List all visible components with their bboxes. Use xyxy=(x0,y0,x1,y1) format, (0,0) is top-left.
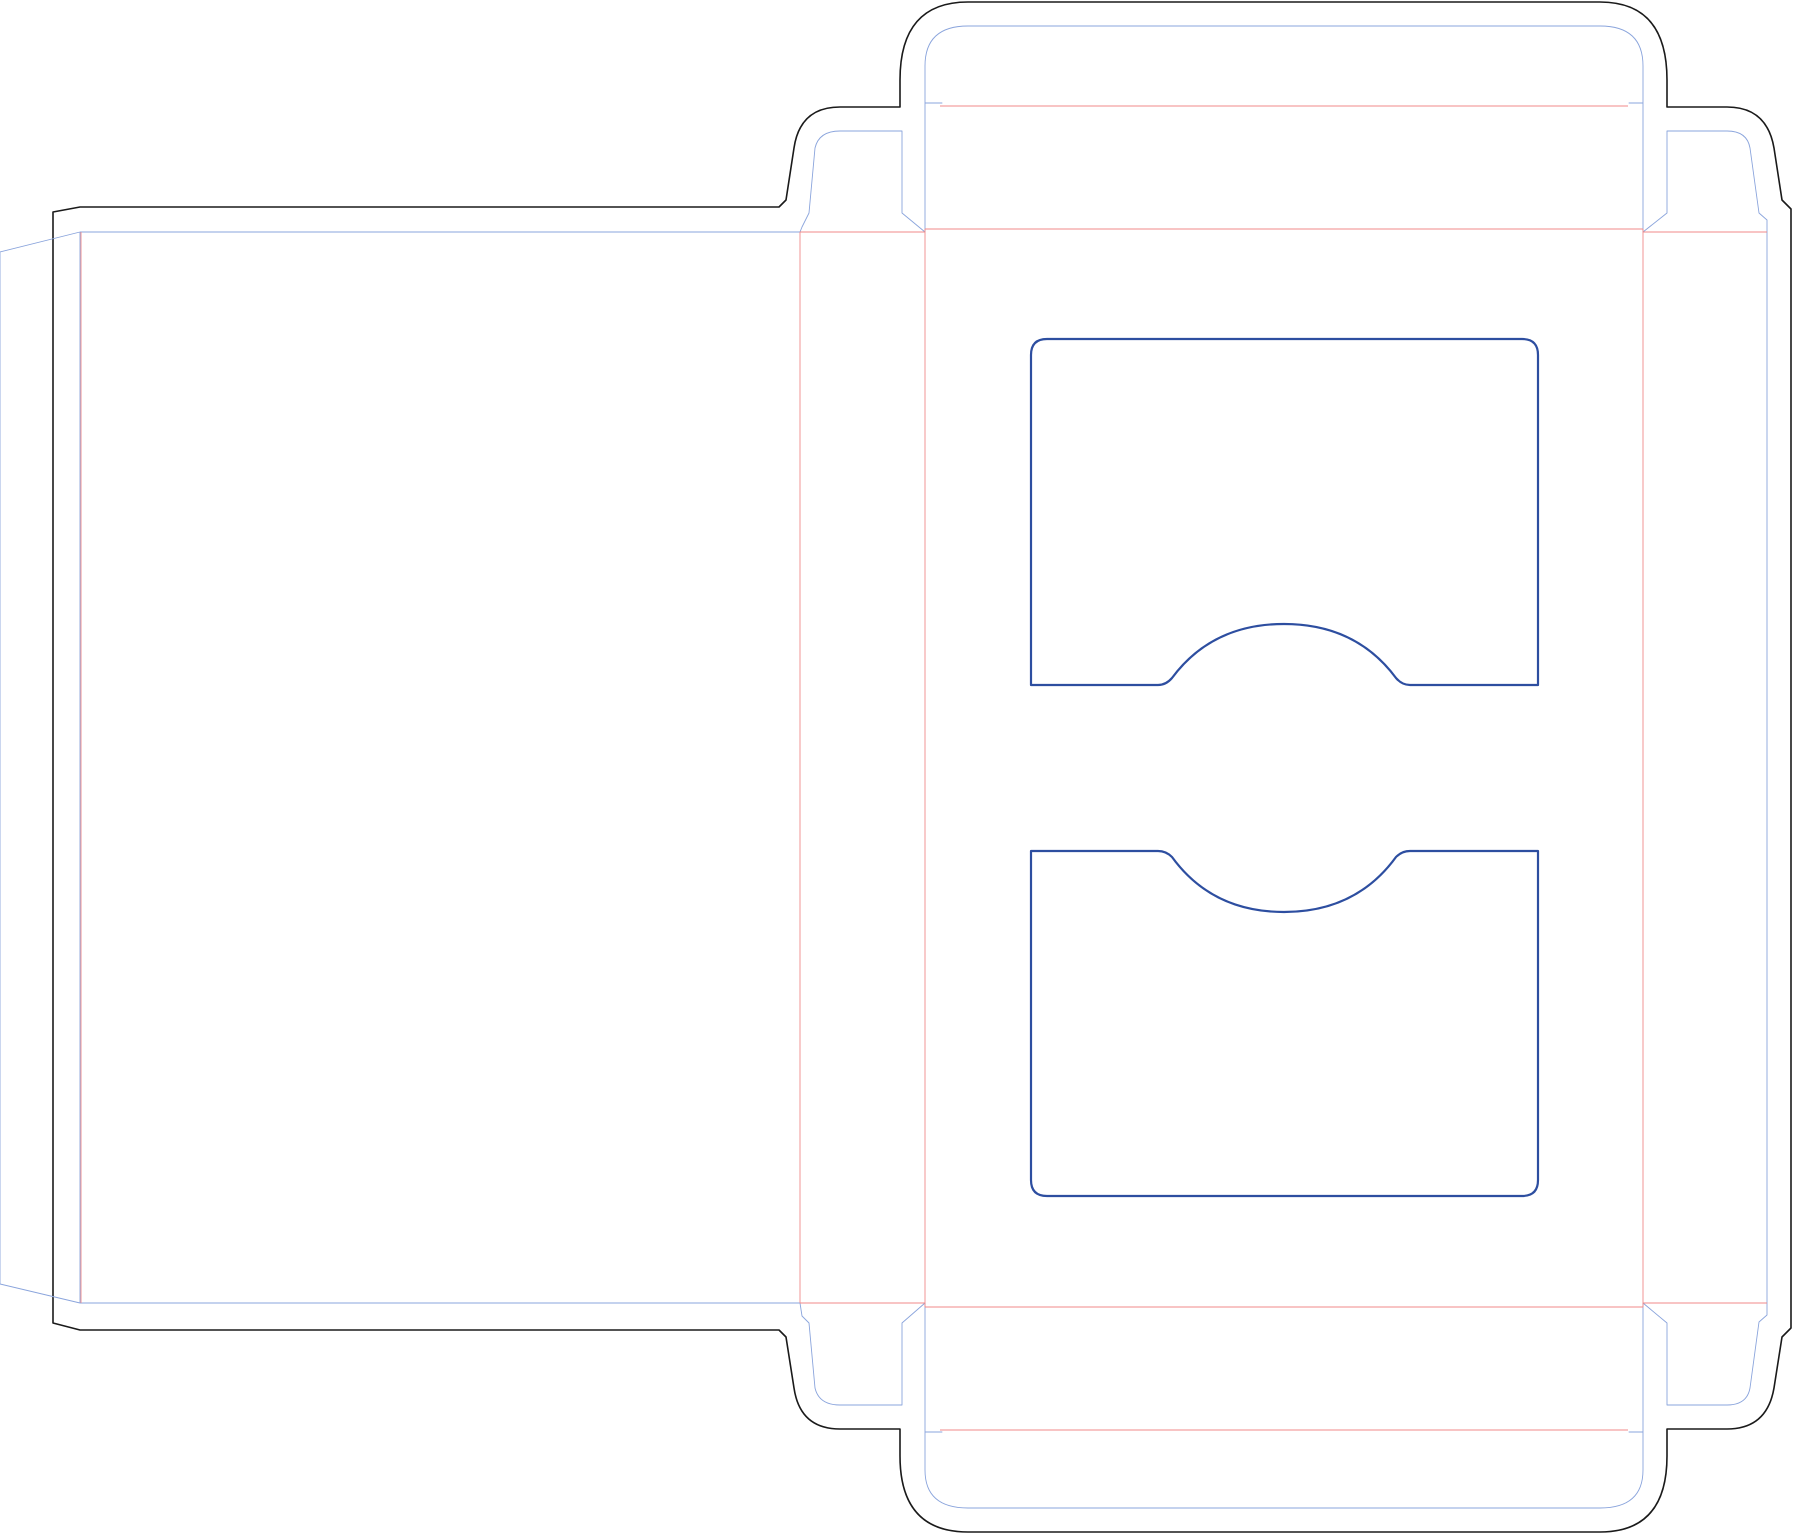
bottom-window-cutout xyxy=(1029,849,1540,1198)
glue-flap-outline xyxy=(0,231,81,1304)
outer-cut-line xyxy=(52,1,1792,1533)
inner-bleed-line xyxy=(80,25,1768,1509)
fold-lines xyxy=(80,105,1767,1431)
top-window-cutout xyxy=(1029,337,1540,687)
